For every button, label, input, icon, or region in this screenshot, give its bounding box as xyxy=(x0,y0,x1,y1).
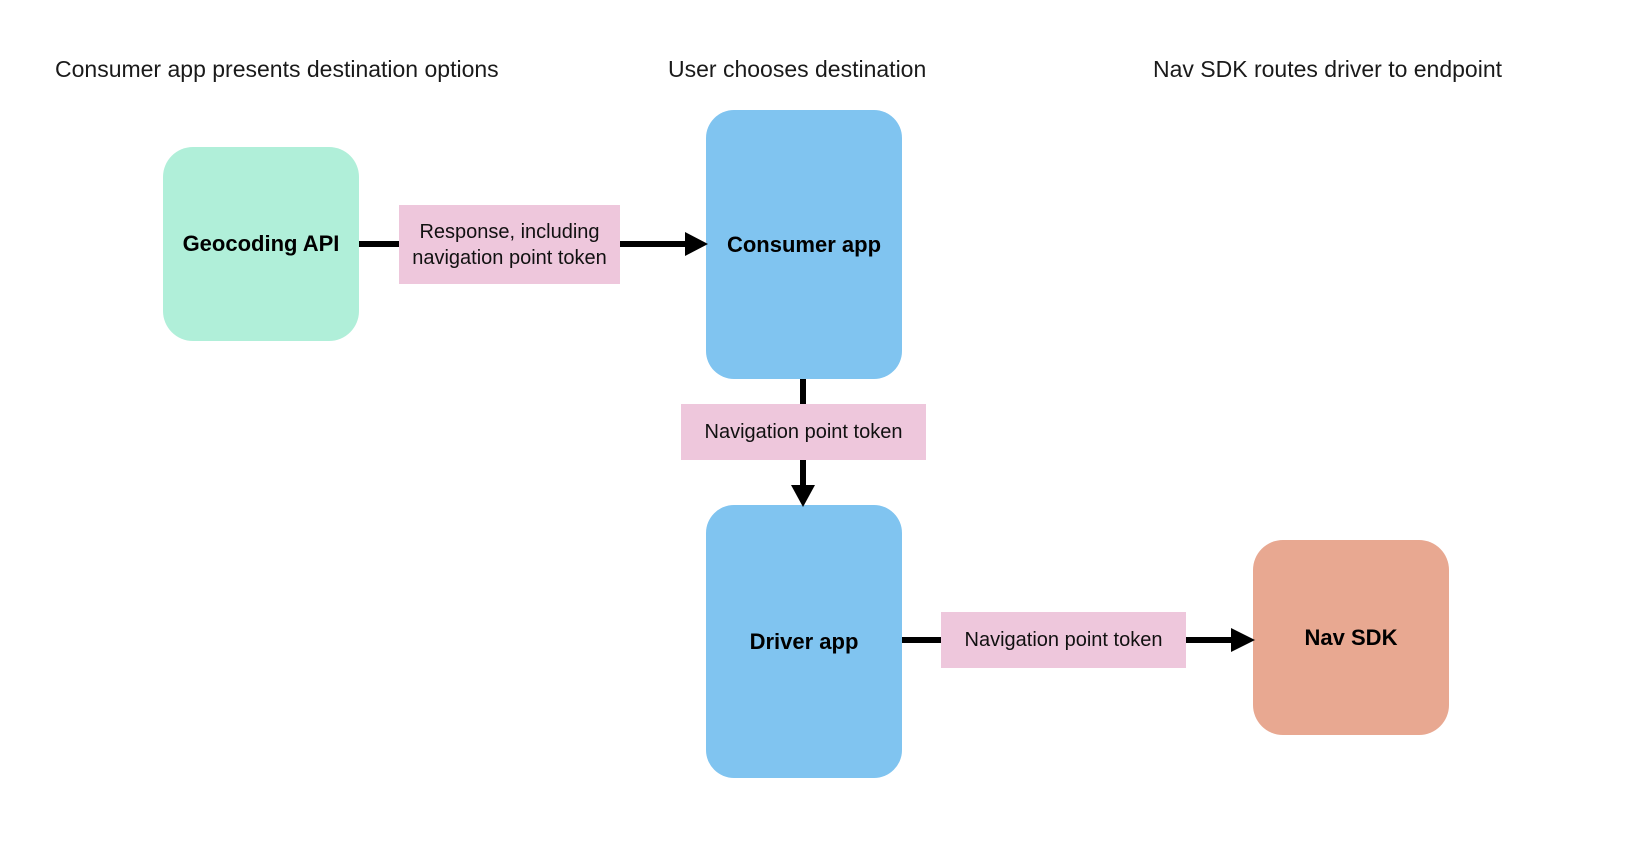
node-geocoding-api-label: Geocoding API xyxy=(182,231,340,256)
column-header-user-chooses: User chooses destination xyxy=(668,56,927,82)
node-consumer-app-label: Consumer app xyxy=(726,231,882,257)
column-header-nav-sdk-routes: Nav SDK routes driver to endpoint xyxy=(1153,56,1503,82)
node-driver-app[interactable]: Driver app xyxy=(706,505,902,778)
column-header-consumer-app: Consumer app presents destination option… xyxy=(55,56,499,82)
edge-label-navigation-point-token-driver-navsdk: Navigation point token xyxy=(941,612,1186,668)
edge-label-response-text: Response, including navigation point tok… xyxy=(412,220,607,269)
node-nav-sdk-label: Nav SDK xyxy=(1304,624,1398,650)
node-geocoding-api[interactable]: Geocoding API xyxy=(163,147,359,341)
edge-label-navigation-point-token-text-1: Navigation point token xyxy=(704,421,903,443)
edge-label-navigation-point-token-consumer-driver: Navigation point token xyxy=(681,404,926,460)
edge-label-response-including-navigation-point-token: Response, including navigation point tok… xyxy=(399,205,620,284)
edge-label-navigation-point-token-text-2: Navigation point token xyxy=(964,629,1163,651)
node-consumer-app[interactable]: Consumer app xyxy=(706,110,902,379)
node-driver-app-label: Driver app xyxy=(749,628,859,654)
node-nav-sdk[interactable]: Nav SDK xyxy=(1253,540,1449,735)
